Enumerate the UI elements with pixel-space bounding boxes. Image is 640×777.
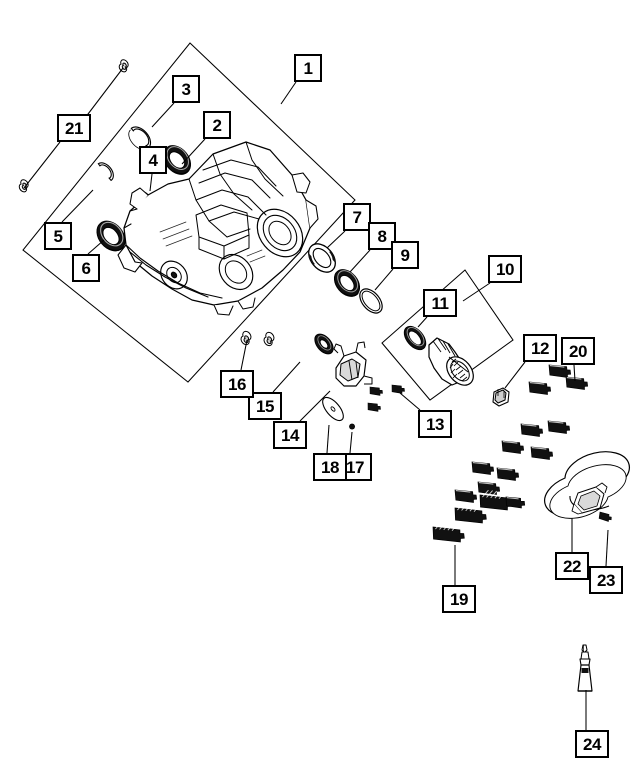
callout-13[interactable]: 13 [418,410,452,438]
callout-1[interactable]: 1 [294,54,322,82]
callout-20[interactable]: 20 [561,337,595,365]
callout-5[interactable]: 5 [44,222,72,250]
callout-16[interactable]: 16 [220,370,254,398]
callout-14[interactable]: 14 [273,421,307,449]
callout-19[interactable]: 19 [442,585,476,613]
callout-7[interactable]: 7 [343,203,371,231]
callout-3[interactable]: 3 [172,75,200,103]
callout-23[interactable]: 23 [589,566,623,594]
callout-18[interactable]: 18 [313,453,347,481]
callout-2[interactable]: 2 [203,111,231,139]
callout-4[interactable]: 4 [139,146,167,174]
callout-11[interactable]: 11 [423,289,457,317]
callout-12[interactable]: 12 [523,334,557,362]
callout-21[interactable]: 21 [57,114,91,142]
callout-22[interactable]: 22 [555,552,589,580]
callout-6[interactable]: 6 [72,254,100,282]
callout-24[interactable]: 24 [575,730,609,758]
callout-10[interactable]: 10 [488,255,522,283]
callout-9[interactable]: 9 [391,241,419,269]
